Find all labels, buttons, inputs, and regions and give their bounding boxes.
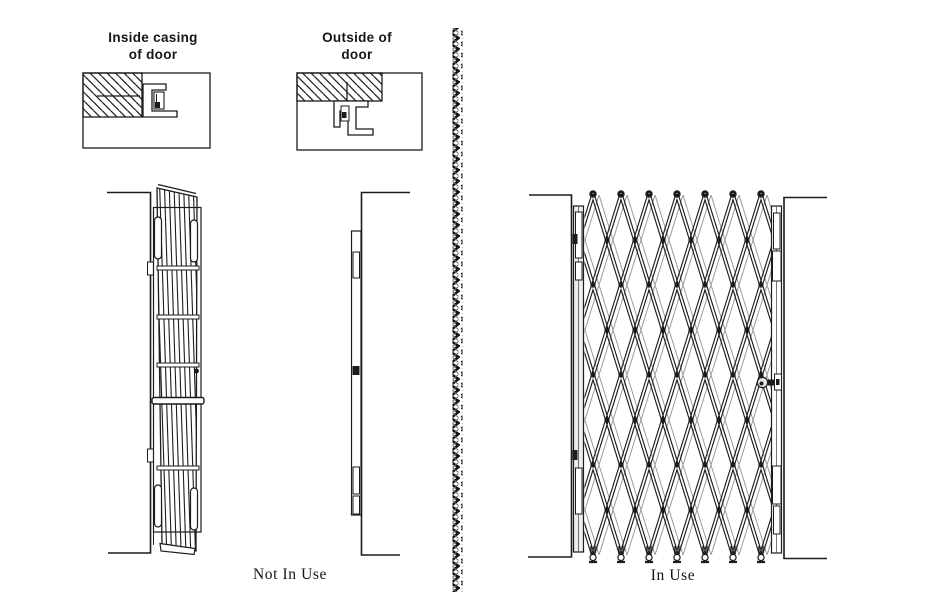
label-inside-casing: Inside casing of door [93, 29, 213, 63]
caption-not-in-use: Not In Use [252, 566, 328, 583]
inside-casing-section-drawing [82, 72, 211, 149]
outside-door-section-drawing [296, 72, 423, 151]
expanded-gate-drawing [528, 190, 827, 564]
gate-latch-knob [756, 373, 782, 391]
caption-in-use: In Use [650, 567, 696, 584]
rope-divider [452, 28, 463, 592]
expanded-left-casing-outline [528, 194, 573, 558]
door-edge-profile-drawing [350, 191, 410, 556]
scissor-lattice [584, 195, 773, 555]
label-outside-door: Outside of door [297, 29, 417, 63]
label-inside-casing-line2: of door [128, 47, 178, 62]
gate-handle-bar [151, 396, 205, 405]
label-outside-door-line2: door [341, 47, 373, 62]
label-inside-casing-line1: Inside casing [108, 30, 198, 45]
collapsed-gate-drawing [107, 183, 205, 556]
expanded-right-casing-outline [783, 196, 827, 560]
label-outside-door-line1: Outside of [322, 30, 392, 45]
left-door-casing-outline [107, 191, 152, 554]
expanded-left-post [572, 205, 585, 553]
